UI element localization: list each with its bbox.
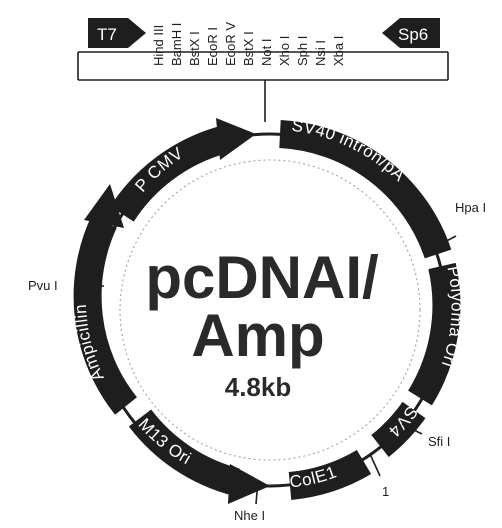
mcs-site: BamH I (169, 23, 184, 66)
mcs-site: Xho I (277, 36, 292, 66)
inner-dotted-circle (119, 159, 421, 461)
mcs-site: BstX I (241, 31, 256, 66)
ampicillin-segment (73, 216, 138, 415)
sp6-label: Sp6 (398, 25, 428, 44)
plasmid-size: 4.8kb (225, 372, 292, 402)
mcs-site: Hind III (151, 25, 166, 66)
t7-label: T7 (97, 25, 117, 44)
sfi-site-label: Sfi I (428, 434, 450, 449)
mcs-site: Xba I (331, 36, 346, 66)
mcs-site: EcoR I (205, 27, 220, 66)
origin-label: 1 (382, 484, 389, 499)
pvu-site-label: Pvu I (28, 278, 58, 293)
t7-promoter-arrow (88, 18, 146, 48)
m13-arrowhead (228, 464, 270, 504)
nhe-site-label: Nhe I (234, 508, 265, 523)
mcs-site: EcoR V (223, 22, 238, 66)
sv40-segment (279, 120, 452, 259)
sv4-segment (371, 401, 426, 457)
nhe-tick (255, 479, 259, 505)
cole1-segment (288, 449, 372, 500)
polyoma-segment (407, 262, 461, 406)
mcs-sites: Hind III BamH I BstX I EcoR I EcoR V Bst… (151, 22, 346, 66)
plasmid-name-line1: pcDNAI/ (145, 244, 379, 311)
hpa-tick (432, 235, 457, 249)
mcs-site: Not I (259, 39, 274, 66)
mcs-site: Sph I (295, 36, 310, 66)
sfi-tick (401, 423, 423, 435)
mcs-site: BstX I (187, 31, 202, 66)
sp6-promoter-arrow (382, 18, 440, 48)
plasmid-name-line2: Amp (191, 302, 324, 369)
pcmv-segment (110, 126, 227, 222)
ampicillin-arrowhead (84, 184, 124, 228)
m13-segment (128, 409, 240, 496)
hpa-site-label: Hpa I (455, 200, 486, 215)
mcs-site: Nsi I (313, 40, 328, 66)
origin-tick (369, 453, 381, 477)
pcmv-arrowhead (216, 118, 256, 160)
pvu-tick (75, 283, 105, 287)
